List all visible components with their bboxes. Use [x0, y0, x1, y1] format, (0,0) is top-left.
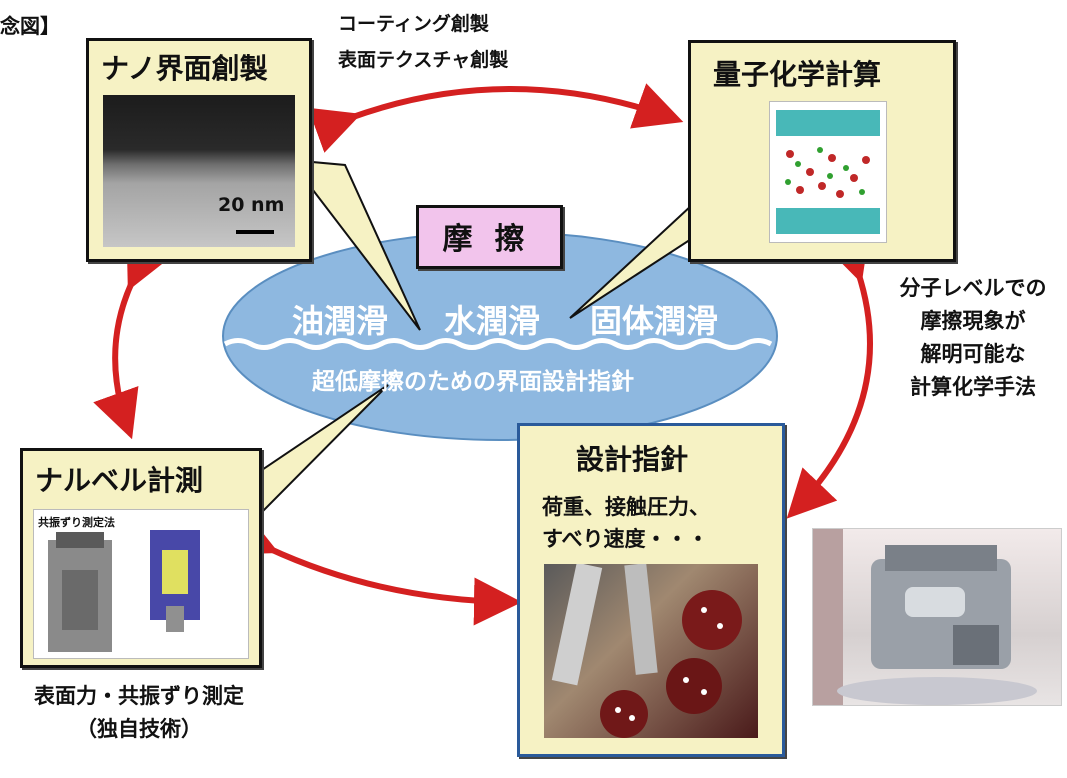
panel-nano-measure-title: ナルベル計測: [35, 464, 204, 497]
interface-design-guide: 超低摩擦のための界面設計指針: [312, 369, 634, 395]
wave-divider: [223, 338, 773, 350]
lubrication-water: 水潤滑: [444, 302, 541, 340]
arrow-right: [786, 230, 873, 519]
bottom-note-line2: （独自技術）: [76, 717, 202, 741]
coating-note-line2: 表面テクスチャ創製: [338, 49, 509, 71]
panel-quantum: 量子化学計算: [688, 40, 956, 262]
scale-bar: [236, 230, 274, 234]
coating-note-line1: コーティング創製: [338, 13, 489, 35]
computational-chemistry-note: 分子レベルでの 摩擦現象が 解明可能な 計算化学手法: [882, 272, 1064, 404]
molecular-model-image: [769, 101, 887, 243]
lubrication-oil: 油潤滑: [292, 302, 389, 340]
right-note-line3: 解明可能な: [920, 342, 1026, 366]
right-note-line2: 摩擦現象が: [920, 309, 1026, 333]
tem-cross-section-image: [103, 95, 295, 247]
friction-label-box: 摩擦: [416, 205, 563, 269]
design-parameters: 荷重、接触圧力、 すべり速度・・・: [542, 491, 710, 555]
panel-nano-interface: ナノ界面創製: [86, 38, 312, 262]
engine-photo-drawing: [813, 529, 1037, 705]
engine-render-drawing: [551, 564, 742, 738]
engine-photo: [812, 528, 1062, 706]
arrow-left: [93, 237, 171, 440]
corner-label: 念図】: [0, 14, 60, 38]
right-note-line4: 計算化学手法: [910, 375, 1036, 399]
design-parameters-line2: すべり速度・・・: [542, 527, 709, 551]
arrow-bottom: [225, 511, 522, 626]
right-note-line1: 分子レベルでの: [899, 276, 1047, 300]
design-parameters-line1: 荷重、接触圧力、: [542, 495, 710, 519]
lubrication-solid: 固体潤滑: [590, 302, 719, 340]
panel-quantum-title: 量子化学計算: [713, 58, 882, 91]
surface-force-note: 表面力・共振ずり測定 （独自技術）: [8, 680, 270, 746]
callout-nano-interface: [287, 158, 421, 331]
panel-nano-interface-title: ナノ界面創製: [101, 52, 268, 85]
apparatus-caption: 共振ずり測定法: [38, 516, 115, 529]
panel-design-title: 設計指針: [576, 443, 689, 476]
apparatus-drawing: [48, 530, 200, 652]
panel-nano-measure: ナルベル計測 共振ずり測定法: [20, 448, 262, 668]
arrow-top: [307, 83, 684, 153]
scale-bar-label: 20 nm: [218, 194, 285, 216]
coating-note: コーティング創製 表面テクスチャ創製: [338, 6, 508, 78]
panel-design: 設計指針: [517, 423, 785, 757]
engine-render-image: [544, 564, 758, 738]
molecular-model-drawing: [776, 110, 880, 234]
measurement-apparatus-image: 共振ずり測定法: [33, 509, 249, 659]
bottom-note-line1: 表面力・共振ずり測定: [34, 684, 244, 708]
